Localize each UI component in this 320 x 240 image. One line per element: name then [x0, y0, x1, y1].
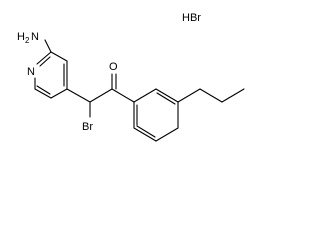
ring-n-label: N: [27, 66, 35, 78]
central-chain: [66, 73, 135, 118]
bond-n1-c2-double: [39, 56, 51, 67]
salt-label: HBr: [182, 12, 201, 24]
bond-c4-c5: [50, 88, 68, 99]
bond-ring-chc: [66, 88, 91, 103]
carbonyl-o-label: O: [109, 61, 118, 73]
chemical-structure: HBr H 2 N N O Br: [17, 12, 245, 142]
bond-a4-a5: [155, 127, 179, 142]
bromine-label: Br: [82, 121, 93, 133]
bond-a1-a2: [133, 88, 157, 103]
bond-a2-a3-double: [156, 92, 176, 105]
bond-chc-carbonyl: [89, 88, 113, 103]
bond-c2-c3: [50, 51, 68, 62]
amine-n-label: H: [17, 31, 25, 43]
phenyl-ring: [133, 88, 179, 142]
bond-a5-a6-double: [136, 125, 156, 138]
bond-ch2a-ch2b: [199, 88, 223, 103]
bond-c5-c6-double: [36, 85, 51, 95]
bond-a2-a3: [155, 88, 179, 103]
bond-c5-c6: [34, 88, 52, 99]
pyridine-ring: [34, 39, 68, 99]
bond-a3-ch2a: [177, 88, 201, 103]
bond-a5-a6: [133, 127, 157, 142]
amine-count-label: 2: [25, 36, 30, 45]
bond-c2-nh2: [44, 39, 52, 53]
propyl-chain: [177, 88, 245, 103]
bond-carbonyl-aryl: [111, 88, 135, 103]
bond-ch2b-ch3: [221, 88, 245, 103]
amine-n-atom: N: [31, 31, 39, 43]
bond-n1-c2: [36, 51, 52, 65]
